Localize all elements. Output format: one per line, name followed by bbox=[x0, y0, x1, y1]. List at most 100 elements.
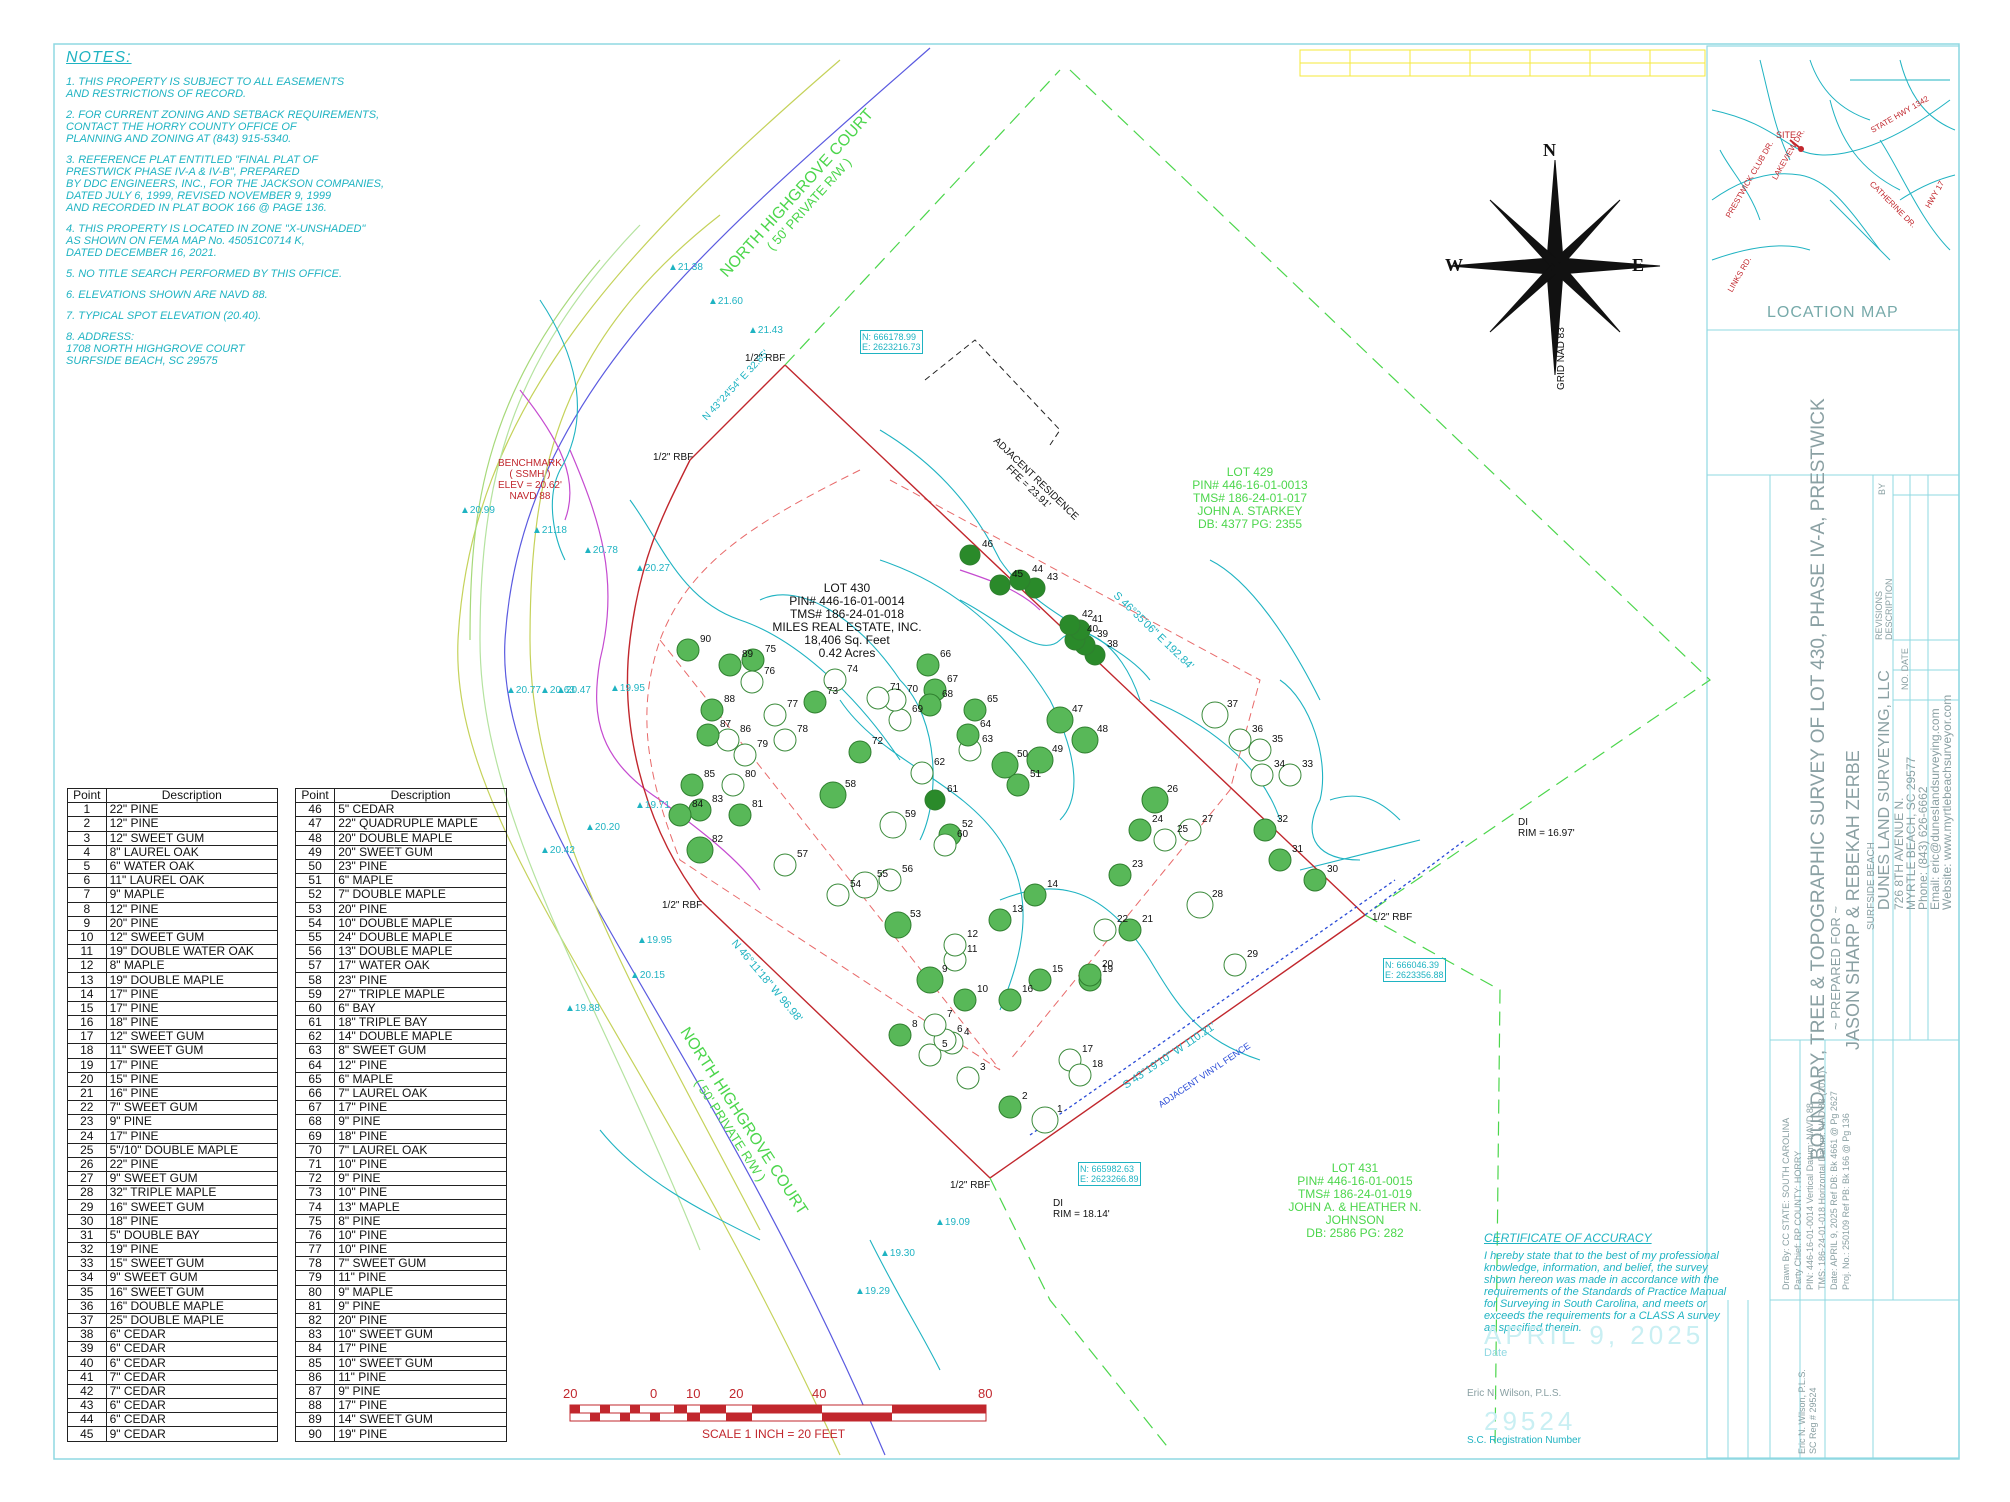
point-description: 7" CEDAR bbox=[105, 1369, 279, 1385]
tree-number-21: 21 bbox=[1142, 914, 1154, 925]
tree-number-12: 12 bbox=[967, 929, 979, 940]
point-number: 60 bbox=[294, 1000, 336, 1017]
project-data-row: Date: APRIL 9, 2025 Ref DB: Bk 4661 @ Pg… bbox=[1829, 1091, 1839, 1290]
lot-431-line2: PIN# 446-16-01-0015 bbox=[1297, 1174, 1413, 1188]
notes-list: 1. THIS PROPERTY IS SUBJECT TO ALL EASEM… bbox=[66, 76, 486, 367]
tree-number-66: 66 bbox=[940, 649, 952, 660]
point-number: 83 bbox=[294, 1327, 336, 1343]
point-number: 42 bbox=[67, 1383, 107, 1400]
rbf-2: 1/2" RBF bbox=[653, 452, 694, 463]
point-number: 88 bbox=[294, 1398, 336, 1414]
tree-number-36: 36 bbox=[1252, 724, 1264, 735]
point-number: 81 bbox=[294, 1298, 336, 1314]
spot-elevation: ▲19.71 bbox=[635, 800, 670, 811]
point-description: 9" PINE bbox=[105, 1114, 279, 1130]
point-description: 6" WATER OAK bbox=[105, 858, 279, 875]
spot-elevation: ▲20.77 bbox=[506, 685, 541, 696]
point-number: 40 bbox=[67, 1355, 107, 1371]
tree-number-86: 86 bbox=[740, 724, 752, 735]
tree-number-38: 38 bbox=[1107, 639, 1119, 650]
tree-69 bbox=[888, 708, 912, 732]
point-number: 46 bbox=[294, 802, 336, 818]
tree-49 bbox=[1026, 746, 1054, 774]
spot-elevation: ▲19.88 bbox=[565, 1003, 600, 1014]
tree-number-63: 63 bbox=[982, 734, 994, 745]
revisions-label: REVISIONS bbox=[1874, 590, 1884, 640]
point-number: 13 bbox=[67, 972, 107, 988]
registration-number: 29524 bbox=[1484, 1406, 1577, 1436]
point-number: 77 bbox=[294, 1241, 336, 1258]
tree-37 bbox=[1201, 701, 1229, 729]
tree-25 bbox=[1153, 828, 1177, 852]
tree-number-69: 69 bbox=[912, 704, 924, 715]
benchmark-label: BENCHMARK ( SSMH ) ELEV = 20.62' NAVD 88 bbox=[498, 458, 562, 502]
company-block: DUNES LAND SURVEYING, LLC 726 8TH AVENUE… bbox=[1876, 670, 1954, 910]
tree-2 bbox=[998, 1095, 1022, 1119]
tree-3 bbox=[956, 1066, 980, 1090]
point-number: 3 bbox=[67, 830, 107, 846]
point-description: 20" SWEET GUM bbox=[334, 844, 507, 860]
lot-430-line1: LOT 430 bbox=[823, 581, 871, 595]
lot-429-line1: LOT 429 bbox=[1226, 465, 1274, 479]
point-description: 12" PINE bbox=[105, 901, 279, 917]
point-description: 12" SWEET GUM bbox=[105, 830, 279, 846]
point-number: 56 bbox=[294, 944, 336, 960]
point-description: 6" CEDAR bbox=[105, 1355, 279, 1371]
tree-labels: 1234567891011121314151617181920212223242… bbox=[692, 539, 1339, 1115]
point-number: 63 bbox=[294, 1043, 336, 1059]
point-description: 7" SWEET GUM bbox=[334, 1256, 507, 1272]
point-description: 10" PINE bbox=[334, 1241, 507, 1258]
tree-1 bbox=[1031, 1106, 1059, 1134]
tree-number-35: 35 bbox=[1272, 734, 1284, 745]
tree-number-4: 4 bbox=[964, 1027, 970, 1038]
point-description: 10" PINE bbox=[334, 1227, 507, 1244]
tree-number-28: 28 bbox=[1212, 889, 1224, 900]
tree-number-55: 55 bbox=[877, 869, 889, 880]
point-description: 9" PINE bbox=[334, 1171, 507, 1187]
compass-e: E bbox=[1632, 255, 1645, 275]
point-number: 38 bbox=[67, 1327, 107, 1343]
point-number: 84 bbox=[294, 1341, 336, 1357]
tree-number-33: 33 bbox=[1302, 759, 1314, 770]
point-number: 11 bbox=[67, 944, 107, 960]
point-number: 16 bbox=[67, 1014, 107, 1031]
tree-number-42: 42 bbox=[1082, 609, 1094, 620]
tree-26 bbox=[1141, 786, 1169, 814]
point-description: 13" MAPLE bbox=[334, 1199, 507, 1215]
coord1-n: N: 666178.99 bbox=[862, 332, 917, 342]
tree-number-90: 90 bbox=[700, 634, 712, 645]
tree-30 bbox=[1303, 868, 1327, 892]
rev-cols: NO. DATE bbox=[1900, 648, 1910, 690]
tree-number-30: 30 bbox=[1327, 864, 1339, 875]
point-description: 15" SWEET GUM bbox=[105, 1256, 279, 1272]
tree-number-72: 72 bbox=[872, 736, 884, 747]
tree-number-39: 39 bbox=[1097, 629, 1109, 640]
point-description: 19" PINE bbox=[105, 1241, 279, 1258]
tree-number-51: 51 bbox=[1030, 769, 1042, 780]
company-name: DUNES LAND SURVEYING, LLC bbox=[1876, 670, 1893, 910]
point-description: 12" PINE bbox=[334, 1057, 507, 1073]
di-2-label: DI bbox=[1053, 1198, 1063, 1209]
scale-tick-40: 40 bbox=[812, 1386, 827, 1401]
point-description: 9" SWEET GUM bbox=[105, 1270, 279, 1286]
tree-56 bbox=[878, 868, 902, 892]
tree-number-59: 59 bbox=[905, 809, 917, 820]
point-number: 68 bbox=[294, 1114, 336, 1130]
point-number: 79 bbox=[294, 1270, 336, 1286]
prepared-for: ~ PREPARED FOR ~ bbox=[1828, 905, 1843, 1030]
scale-tick-80: 80 bbox=[978, 1386, 993, 1401]
tree-50 bbox=[991, 751, 1019, 779]
certificate-block: CERTIFICATE OF ACCURACY I hereby state t… bbox=[1484, 1232, 1734, 1334]
